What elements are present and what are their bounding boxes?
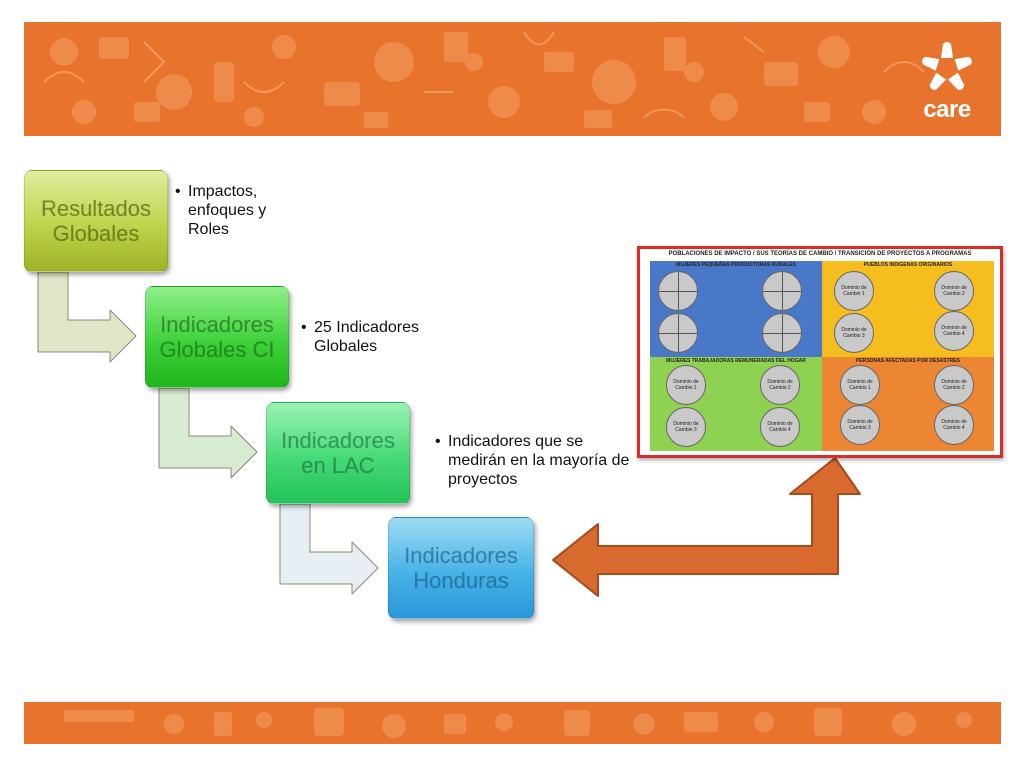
box-label: Indicadores Globales CI	[159, 312, 275, 362]
box-label: Resultados Globales	[40, 196, 152, 246]
bullet-1: • Impactos, enfoques y Roles	[175, 182, 278, 239]
domain-circle: Dominio de Cambio 3	[840, 405, 880, 445]
domain-circle: Dominio de Cambio 4	[760, 407, 800, 447]
connector-arrow-3	[279, 503, 379, 595]
banner-pattern	[43, 31, 925, 128]
quadrant-label: PERSONAS AFECTADAS POR DESASTRES	[856, 358, 960, 364]
domain-circle: Dominio de Cambio 3	[834, 313, 874, 353]
bullet-text: Impactos, enfoques y Roles	[188, 183, 267, 238]
domain-circle: Dominio de Cambio 2	[934, 365, 974, 405]
bullet-text: Indicadores que se medirán en la mayoría…	[448, 433, 630, 488]
domain-circle: Dominio de Cambio 1	[666, 365, 706, 405]
domain-circle	[658, 313, 698, 353]
bullet-text: 25 Indicadores Globales	[314, 319, 419, 355]
care-logo: care	[915, 40, 979, 124]
care-logo-icon	[920, 42, 974, 93]
domain-circle: Dominio de Cambio 4	[934, 311, 974, 351]
box-indicadores-globales: Indicadores Globales CI	[145, 286, 289, 388]
bullet-3: • Indicadores que se medirán en la mayorí…	[435, 432, 633, 489]
quadrant-label: MUJERES PEQUEÑAS PRODUCTORAS RURALES	[676, 262, 796, 268]
box-indicadores-lac: Indicadores en LAC	[266, 402, 410, 504]
domain-circle: Dominio de Cambio 1	[840, 365, 880, 405]
populations-thumbnail: POBLACIONES DE IMPACTO / SUS TEORÍAS DE …	[637, 246, 1003, 458]
quadrant-label: PUEBLOS INDIGENAS ORIGINARIOS	[863, 262, 953, 268]
connector-arrow-2	[158, 387, 258, 479]
domain-circle: Dominio de Cambio 1	[834, 271, 874, 311]
domain-circle: Dominio de Cambio 2	[934, 271, 974, 311]
quadrant-mujeres-rurales: MUJERES PEQUEÑAS PRODUCTORAS RURALES	[650, 261, 822, 357]
domain-circle: Dominio de Cambio 4	[934, 405, 974, 445]
quadrant-trabajadoras-hogar: MUJERES TRABAJADORAS REMUNERADAS DEL HOG…	[650, 357, 822, 451]
box-label: Indicadores Honduras	[404, 543, 518, 593]
footer-banner	[24, 702, 1001, 744]
quadrant-label: MUJERES TRABAJADORAS REMUNERADAS DEL HOG…	[666, 358, 806, 364]
domain-circle	[762, 271, 802, 311]
domain-circle: Dominio de Cambio 2	[760, 365, 800, 405]
box-label: Indicadores en LAC	[281, 428, 395, 478]
bullet-dot: •	[435, 433, 441, 450]
domain-circle: Dominio de Cambio 3	[666, 407, 706, 447]
domain-circle	[762, 313, 802, 353]
quadrant-pueblos-indigenas: PUEBLOS INDIGENAS ORIGINARIOS Dominio de…	[822, 261, 994, 357]
domain-circle	[658, 271, 698, 311]
connector-arrow-1	[37, 271, 137, 363]
thumbnail-title: POBLACIONES DE IMPACTO / SUS TEORÍAS DE …	[668, 251, 972, 257]
quadrant-desastres: PERSONAS AFECTADAS POR DESASTRES Dominio…	[822, 357, 994, 451]
bullet-2: • 25 Indicadores Globales	[301, 318, 444, 356]
header-banner: care	[24, 22, 1001, 136]
box-resultados-globales: Resultados Globales	[24, 170, 168, 272]
banner-pattern	[64, 708, 972, 738]
box-indicadores-honduras: Indicadores Honduras	[388, 517, 534, 619]
bullet-dot: •	[175, 183, 181, 200]
bullet-dot: •	[301, 319, 307, 336]
care-logo-text: care	[923, 96, 971, 123]
